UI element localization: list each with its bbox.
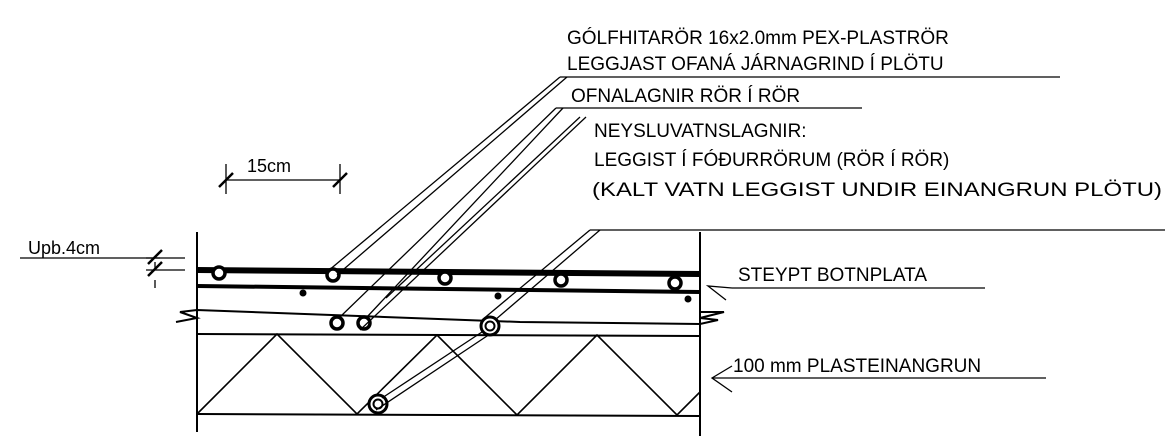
floor-heating-pipe bbox=[211, 265, 227, 281]
label-insulation: 100 mm PLASTEINANGRUN bbox=[733, 356, 981, 377]
floor-heating-pipe bbox=[553, 272, 569, 288]
leader-domestic-water bbox=[385, 116, 581, 299]
radiator-pipe bbox=[356, 315, 372, 331]
dim-tick bbox=[332, 172, 348, 188]
floor-heating-pipe bbox=[325, 267, 341, 283]
reinforcement-mesh-line bbox=[196, 284, 701, 294]
leader-cast-slab bbox=[705, 285, 733, 301]
leader-lines bbox=[327, 76, 1165, 411]
radiator-pipe bbox=[329, 315, 345, 331]
insulation-bottom-line bbox=[196, 413, 701, 417]
domestic-water-pipe bbox=[484, 320, 496, 332]
label-domestic-water-line1: NEYSLUVATNSLAGNIR: bbox=[594, 121, 807, 142]
rebar-dot bbox=[299, 289, 307, 297]
slab-bottom-break-line bbox=[175, 308, 725, 326]
dim-tick bbox=[218, 172, 234, 188]
leader-domestic-water bbox=[381, 331, 483, 399]
leader-domestic-water bbox=[494, 229, 601, 321]
dimension-depth bbox=[20, 249, 185, 288]
label-domestic-water-line3: (KALT VATN LEGGIST UNDIR EINANGRUN PLÖTU… bbox=[592, 180, 1162, 201]
leader-domestic-water bbox=[375, 333, 491, 411]
label-cast-slab: STEYPT BOTNPLATA bbox=[738, 265, 927, 286]
leader-floor-heating bbox=[336, 76, 568, 276]
leader-radiator bbox=[339, 107, 557, 318]
label-dim-spacing: 15cm bbox=[247, 156, 291, 176]
leader-radiator bbox=[366, 107, 564, 318]
label-floor-heating-line1: GÓLFHITARÖR 16x2.0mm PEX-PLASTRÖR bbox=[567, 27, 949, 49]
rebar-dot bbox=[684, 295, 692, 303]
dim-tick bbox=[147, 249, 163, 265]
label-radiator-pipes: OFNALAGNIR RÖR Í RÖR bbox=[571, 86, 800, 107]
leader-domestic-water bbox=[481, 229, 591, 321]
dim-tick bbox=[147, 261, 163, 277]
label-dim-depth: Upb.4cm bbox=[28, 238, 100, 258]
insulation-hatch bbox=[196, 332, 701, 417]
insulation-top-line bbox=[196, 333, 701, 337]
rebar-dot bbox=[494, 292, 502, 300]
leader-domestic-water bbox=[359, 116, 587, 331]
label-floor-heating-line2: LEGGJAST OFANÁ JÁRNAGRIND Í PLÖTU bbox=[567, 54, 944, 75]
floor-heating-pipes bbox=[211, 265, 683, 291]
dimension-spacing bbox=[218, 164, 348, 194]
floor-heating-pipe bbox=[667, 275, 683, 291]
leader-floor-heating bbox=[327, 76, 561, 272]
leader-insulation bbox=[710, 365, 733, 393]
floor-heating-pipe bbox=[437, 270, 453, 286]
label-domestic-water-line2: LEGGIST Í FÓÐURRÖRUM (RÖR Í RÖR) bbox=[594, 149, 949, 171]
